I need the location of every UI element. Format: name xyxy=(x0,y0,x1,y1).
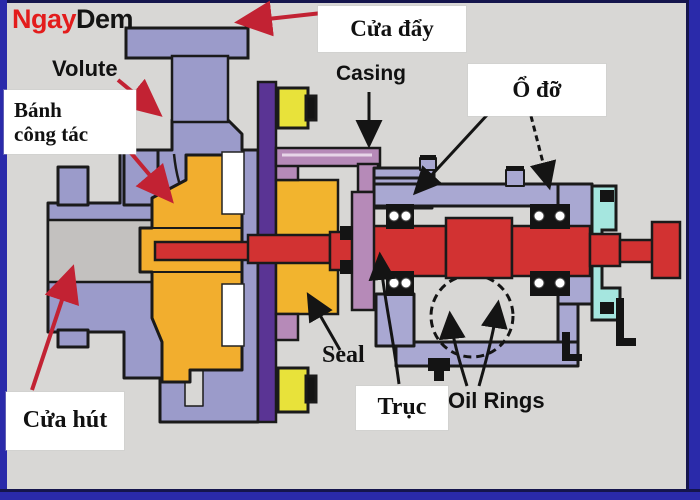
casing-bolts xyxy=(276,86,318,414)
ball-bearing-outer xyxy=(530,204,570,296)
arrow-bearing-left xyxy=(412,112,490,196)
end-bracket xyxy=(562,184,636,361)
arrow-discharge xyxy=(234,0,323,37)
oil-ring xyxy=(429,273,515,359)
logo-part-black: Dem xyxy=(76,4,134,34)
arrow-seal xyxy=(306,292,342,351)
wear-plate-highlights xyxy=(221,151,245,347)
flange-bolt-tab xyxy=(56,328,90,349)
discharge-nozzle xyxy=(124,26,250,124)
label-oil-rings: Oil Rings xyxy=(448,388,545,413)
label-suction: Cửa hút xyxy=(6,392,124,450)
arrow-oil-ring-right xyxy=(477,299,508,387)
ball-bearings xyxy=(386,204,570,296)
flange-bolt-tab xyxy=(56,165,90,207)
suction-bore xyxy=(46,218,154,284)
watermark-logo: NgayDem xyxy=(12,4,134,35)
shaft-seal xyxy=(340,190,376,312)
logo-part-red: Ngay xyxy=(12,4,77,34)
pointer-arrows xyxy=(30,0,557,391)
impeller xyxy=(138,153,244,384)
label-casing: Casing xyxy=(336,62,407,85)
shaft xyxy=(153,216,682,280)
label-volute: Volute xyxy=(52,56,118,81)
drain-plug xyxy=(428,358,450,381)
label-impeller-line1: Bánh xyxy=(14,97,62,122)
arrow-volute xyxy=(116,78,163,117)
arrow-suction xyxy=(30,264,79,391)
label-shaft: Trục xyxy=(356,386,448,430)
arrow-oil-ring-left xyxy=(438,310,469,387)
arrow-shaft xyxy=(368,251,401,385)
ball-bearing-inner xyxy=(386,204,414,296)
shaft-coupling-flange xyxy=(650,220,682,280)
label-bearing: Ổ đỡ xyxy=(468,64,606,116)
label-discharge: Cửa đẩy xyxy=(318,6,466,52)
label-impeller: Bánh công tác xyxy=(4,90,136,154)
arrow-bearing-right xyxy=(529,115,557,191)
label-seal: Seal xyxy=(322,342,365,368)
label-impeller-line2: công tác xyxy=(14,122,89,146)
